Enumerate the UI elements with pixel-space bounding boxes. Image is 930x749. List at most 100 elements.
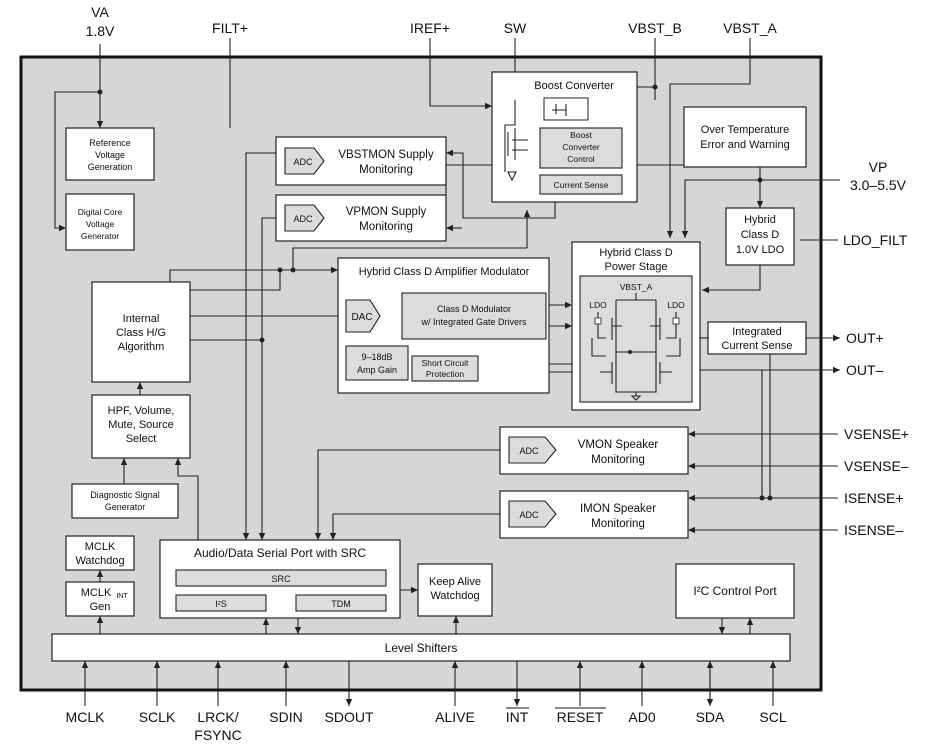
amp-gain-line1: 9–18dB <box>361 352 392 362</box>
mclk-int-gen-block: MCLK INT Gen <box>65 581 135 617</box>
diag-line2: Generator <box>105 502 146 512</box>
mclk-wd-line1: MCLK <box>85 541 116 553</box>
hpf-line2: Mute, Source <box>108 419 173 431</box>
classhg-line1: Internal <box>123 313 160 325</box>
dac-label: DAC <box>351 312 372 323</box>
mclk-watchdog-block: MCLK Watchdog <box>65 535 135 571</box>
boost-title: Boost Converter <box>534 80 614 92</box>
digital-core-block: Digital Core Voltage Generator <box>65 193 135 251</box>
hpf-line1: HPF, Volume, <box>108 405 175 417</box>
pin-out-p: OUT+ <box>846 330 884 346</box>
vmon-line2: Monitoring <box>591 454 645 466</box>
imon-block: ADC IMON Speaker Monitoring <box>499 490 689 539</box>
modulator-title: Hybrid Class D Amplifier Modulator <box>359 266 530 278</box>
pin-iref: IREF+ <box>410 20 450 36</box>
hybrid-ldo-line1: Hybrid <box>744 214 776 226</box>
serial-port-title: Audio/Data Serial Port with SRC <box>194 546 366 560</box>
vpmon-line2: Monitoring <box>359 221 413 233</box>
boost-ctrl-line2: Converter <box>562 142 599 152</box>
i2c-control-block: I²C Control Port <box>675 563 795 619</box>
hybrid-ldo-block: Hybrid Class D 1.0V LDO <box>725 207 795 266</box>
vmon-block: ADC VMON Speaker Monitoring <box>499 426 689 475</box>
hybrid-ldo-line3: 1.0V LDO <box>736 244 785 256</box>
bottom-pin-labels: MCLK SCLK LRCK/ FSYNC SDIN SDOUT ALIVE I… <box>66 707 787 743</box>
pin-out-n: OUT– <box>846 362 884 378</box>
hpf-line3: Select <box>126 433 157 445</box>
pin-sda: SDA <box>696 709 725 725</box>
pin-sclk: SCLK <box>139 709 176 725</box>
imon-adc-label: ADC <box>519 510 539 520</box>
level-shifters-block: Level Shifters <box>51 633 791 662</box>
digital-core-line2: Voltage <box>86 219 115 229</box>
short-circuit-line1: Short Circuit <box>422 358 469 368</box>
imon-line2: Monitoring <box>591 518 645 530</box>
mclk-gen-label: Gen <box>90 601 111 613</box>
hpf-volume-block: HPF, Volume, Mute, Source Select <box>91 394 191 459</box>
pin-int: INT <box>506 709 529 725</box>
current-sense-label: Current Sense <box>554 180 609 190</box>
power-stage-ldo-left: LDO <box>589 300 607 310</box>
keep-alive-line2: Watchdog <box>430 590 479 602</box>
h-bridge-schematic <box>591 293 681 401</box>
keep-alive-line1: Keep Alive <box>429 576 481 588</box>
digital-core-line1: Digital Core <box>78 207 123 217</box>
over-temp-line2: Error and Warning <box>700 139 789 151</box>
pin-lrck: LRCK/ <box>197 709 238 725</box>
pin-mclk: MCLK <box>66 709 106 725</box>
pin-vsense-p: VSENSE+ <box>844 426 909 442</box>
ref-volt-line2: Voltage <box>95 150 125 160</box>
vbstmon-line2: Monitoring <box>359 164 413 176</box>
pin-vbst-a: VBST_A <box>723 20 777 36</box>
pin-vsense-n: VSENSE– <box>844 458 909 474</box>
vpmon-line1: VPMON Supply <box>346 206 427 218</box>
over-temperature-block: Over Temperature Error and Warning <box>683 106 807 168</box>
pin-alive: ALIVE <box>435 709 475 725</box>
power-stage-line2: Power Stage <box>605 261 668 273</box>
level-shifters-label: Level Shifters <box>385 641 458 655</box>
src-label: SRC <box>271 574 291 584</box>
vpmon-adc-label: ADC <box>293 214 313 224</box>
mclk-int-subscript: INT <box>116 593 128 600</box>
power-stage-line1: Hybrid Class D <box>599 247 672 259</box>
diag-line1: Diagnostic Signal <box>90 490 160 500</box>
power-stage-vbst-label: VBST_A <box>620 282 653 292</box>
i2s-label: I²S <box>215 599 227 609</box>
pin-vp: VP <box>869 159 888 175</box>
boost-converter-block: Boost Converter Boost Converter Control … <box>491 71 638 203</box>
reference-voltage-block: Reference Voltage Generation <box>65 127 155 181</box>
pin-va: VA <box>91 4 109 20</box>
pin-reset: RESET <box>557 709 604 725</box>
pin-scl: SCL <box>759 709 786 725</box>
over-temp-line1: Over Temperature <box>701 124 789 136</box>
vbstmon-block: ADC VBSTMON Supply Monitoring <box>275 136 447 186</box>
pin-ldo-filt: LDO_FILT <box>843 232 908 248</box>
top-pin-labels: VA 1.8V FILT+ IREF+ SW VBST_B VBST_A <box>86 4 778 39</box>
pin-ad0: AD0 <box>628 709 655 725</box>
ref-volt-line1: Reference <box>89 138 131 148</box>
vpmon-block: ADC VPMON Supply Monitoring <box>275 194 447 242</box>
digital-core-line3: Generator <box>81 231 119 241</box>
power-stage-block: Hybrid Class D Power Stage VBST_A LDO LD… <box>571 241 701 411</box>
mclk-wd-line2: Watchdog <box>75 555 124 567</box>
classhg-algorithm-block: Internal Class H/G Algorithm <box>91 281 191 383</box>
pin-vp-range: 3.0–5.5V <box>850 177 907 193</box>
pin-fsync: FSYNC <box>194 727 241 743</box>
amp-gain-line2: Amp Gain <box>357 365 397 375</box>
pin-isense-n: ISENSE– <box>844 522 903 538</box>
integrated-current-sense-block: Integrated Current Sense <box>707 321 807 355</box>
boost-ctrl-line1: Boost <box>570 130 592 140</box>
right-pin-labels: VP 3.0–5.5V LDO_FILT OUT+ OUT– VSENSE+ V… <box>843 159 909 538</box>
vmon-adc-label: ADC <box>519 446 539 456</box>
pin-sw: SW <box>504 20 527 36</box>
classd-mod-line2: w/ Integrated Gate Drivers <box>420 317 527 327</box>
tdm-label: TDM <box>331 599 351 609</box>
keep-alive-block: Keep Alive Watchdog <box>417 563 493 617</box>
pin-vbst-b: VBST_B <box>628 20 682 36</box>
pin-filt: FILT+ <box>212 20 248 36</box>
imon-line1: IMON Speaker <box>580 503 656 515</box>
pin-sdout: SDOUT <box>325 709 374 725</box>
classhg-line3: Algorithm <box>118 341 164 353</box>
int-current-line1: Integrated <box>732 326 782 338</box>
classhg-line2: Class H/G <box>116 327 166 339</box>
